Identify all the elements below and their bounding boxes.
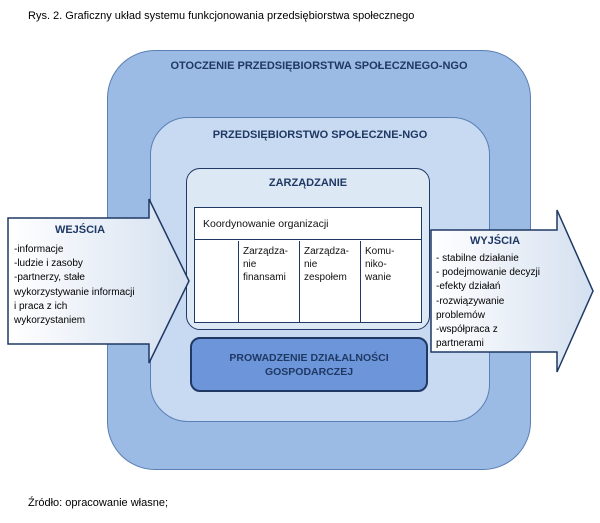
list-line: Zarządza- [304,246,350,257]
list-line: problemów [436,309,485,321]
list-line: -informacje [14,244,64,255]
cell-communication: Komu-niko-wanie [360,241,421,322]
cell-team-management: Zarządza-nie zespołem [299,241,360,322]
list-line: partnerami [436,338,484,350]
list-line: nie [243,259,257,270]
list-line: Zarządza- [243,246,289,257]
list-line: finansami [243,272,286,283]
outputs-list: - stabilne działanie - podejmowanie decyz… [436,252,562,351]
inputs-arrow-shape [7,198,190,364]
list-line: Komu- [365,246,395,257]
inputs-list: -informacje -ludzie i zasoby -partnerzy, s… [14,243,156,328]
management-title: ZARZĄDZANIE [268,177,348,189]
list-line: nie [304,259,318,270]
list-line: - podejmowanie decyzji [436,267,540,279]
list-line: wykorzystaniem [14,315,86,327]
list-line: wykorzystywanie informacji [14,286,135,298]
management-table: Koordynowanie organizacji Zarządza-nie fi… [194,207,422,323]
list-line: - stabilne działanie [436,253,519,264]
list-line: -partnerzy, stałe [14,272,85,284]
inputs-title: WEJŚCIA [54,224,106,236]
list-line: niko- [365,259,387,270]
figure-caption: Rys. 2. Graficzny układ systemu funkcjon… [28,10,415,22]
list-line: -rozwiązywanie [436,295,505,307]
business-activity-box: PROWADZENIE DZIAŁALNOŚCI GOSPODARCZEJ [190,337,428,392]
list-line: -efekty działań [436,281,501,293]
list-line: -współpraca z [436,324,498,336]
management-cells: Zarządza-nie finansami Zarządza-nie zespoł… [238,241,421,322]
source-note: Źródło: opracowanie własne; [28,497,169,509]
coordination-cell: Koordynowanie organizacji [195,208,421,240]
business-activity-label: PROWADZENIE DZIAŁALNOŚCI GOSPODARCZEJ [229,351,389,378]
outputs-title: WYJŚCIA [469,235,521,247]
environment-title: OTOCZENIE PRZEDSIĘBIORSTWA SPOŁECZNEGO-N… [170,60,468,72]
list-line: i praca z ich [14,300,68,312]
enterprise-title: PRZEDSIĘBIORSTWO SPOŁECZNE-NGO [212,129,428,141]
list-line: -ludzie i zasoby [14,258,83,270]
cell-finance-management: Zarządza-nie finansami [238,241,299,322]
list-line: zespołem [304,272,347,283]
list-line: wanie [365,272,392,283]
management-box: ZARZĄDZANIE Koordynowanie organizacji Za… [186,168,430,330]
outputs-arrow-shape [430,209,594,373]
